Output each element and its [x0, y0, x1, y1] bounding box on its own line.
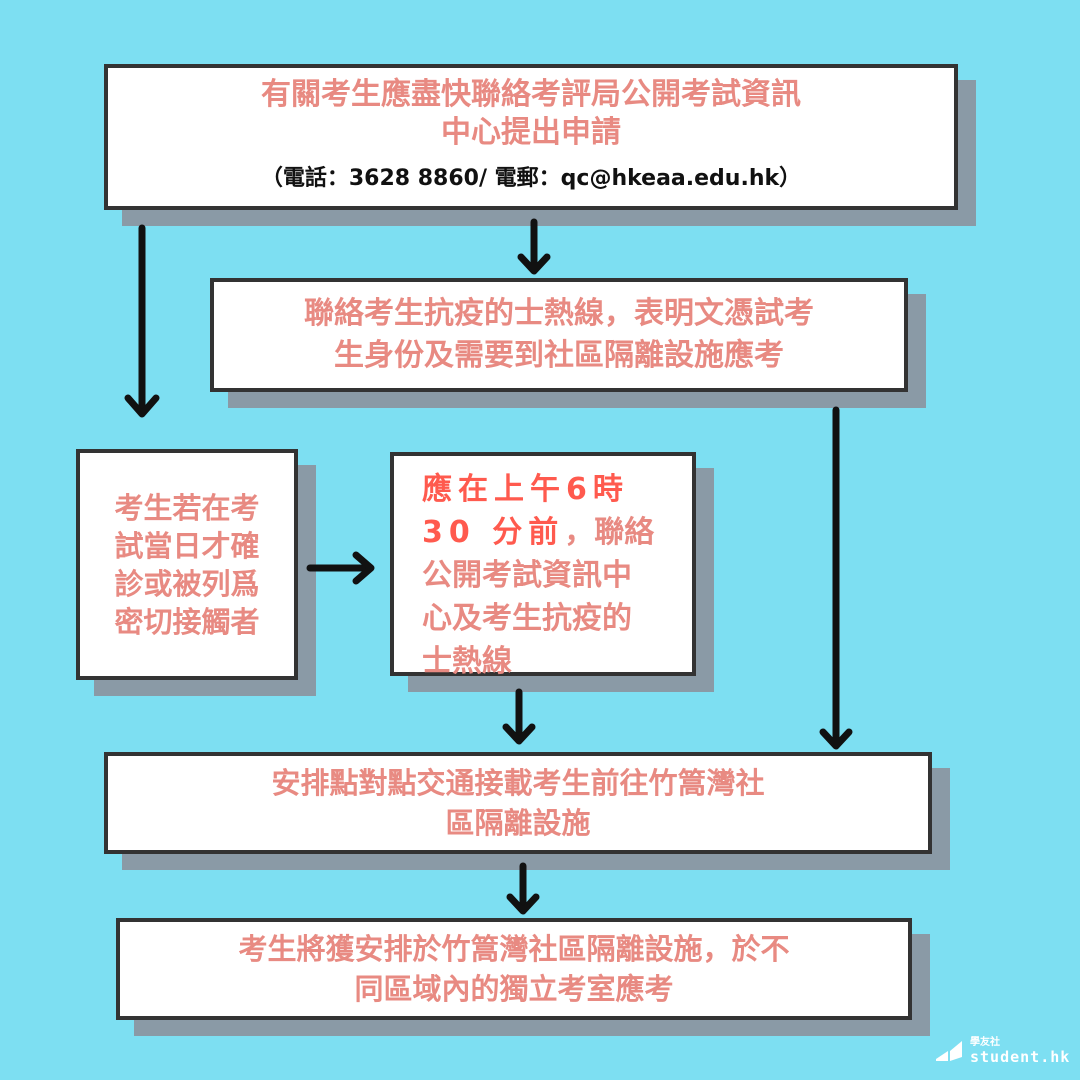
- step4-line-1: 考生將獲安排於竹篙灣社區隔離設施，於不: [238, 932, 790, 966]
- condition-line-1: 考生若在考: [114, 490, 260, 525]
- arrow-down-left-icon: [124, 224, 160, 418]
- step-contact-taxi-hotline-box: 聯絡考生抗疫的士熱線，表明文憑試考 生身份及需要到社區隔離設施應考: [210, 278, 908, 392]
- condition-line-2: 試當日才確: [114, 528, 260, 563]
- arrow-down-right-icon: [819, 406, 853, 750]
- book-icon: [936, 1041, 962, 1061]
- step1-line-1: 有關考生應盡快聯絡考評局公開考試資訊: [261, 77, 801, 112]
- step4-line-2: 同區域內的獨立考室應考: [354, 972, 674, 1006]
- condition-line-3: 診或被列爲: [114, 566, 260, 601]
- urgent-line-3: 公開考試資訊中: [422, 558, 632, 593]
- logo-site: student.hk: [970, 1048, 1071, 1066]
- step3-line-1: 安排點對點交通接載考生前往竹篙灣社: [271, 766, 765, 800]
- urgent-contact-text: ，聯絡: [564, 515, 655, 550]
- urgent-line-2: 30 分前，聯絡: [422, 511, 654, 554]
- arrow-down-center-icon: [517, 218, 551, 275]
- step-transport-box: 安排點對點交通接載考生前往竹篙灣社 區隔離設施: [104, 752, 932, 854]
- step1-line-2: 中心提出申請: [441, 115, 621, 150]
- urgent-contact-box: 應在上午6時 30 分前，聯絡 公開考試資訊中 心及考生抗疫的 士熱線: [390, 452, 696, 679]
- logo-org-name: 學友社: [970, 1037, 1000, 1048]
- arrow-right-icon: [306, 551, 375, 585]
- condition-exam-day-box: 考生若在考 試當日才確 診或被列爲 密切接觸者: [76, 449, 298, 680]
- urgent-line-4: 心及考生抗疫的: [422, 601, 632, 636]
- step-contact-hkeaa-box: 有關考生應盡快聯絡考評局公開考試資訊 中心提出申請 （電話：3628 8860/…: [104, 64, 958, 210]
- urgent-deadline-line-1: 應在上午6時: [422, 472, 629, 507]
- urgent-line-5: 士熱線: [422, 644, 512, 679]
- arrow-down-bottom-icon: [506, 862, 540, 915]
- step2-line-2: 生身份及需要到社區隔離設施應考: [334, 338, 784, 373]
- step-exam-room-box: 考生將獲安排於竹篙灣社區隔離設施，於不 同區域內的獨立考室應考: [116, 918, 912, 1020]
- arrow-down-urgent-icon: [502, 688, 536, 745]
- student-hk-logo: 學友社 student.hk: [934, 1036, 1071, 1066]
- contact-info: （電話：3628 8860/ 電郵：qc@hkeaa.edu.hk）: [260, 166, 802, 191]
- step3-line-2: 區隔離設施: [445, 806, 591, 840]
- step2-line-1: 聯絡考生抗疫的士熱線，表明文憑試考: [304, 296, 814, 331]
- condition-line-4: 密切接觸者: [114, 604, 260, 639]
- urgent-deadline-line-2: 30 分前: [422, 515, 565, 550]
